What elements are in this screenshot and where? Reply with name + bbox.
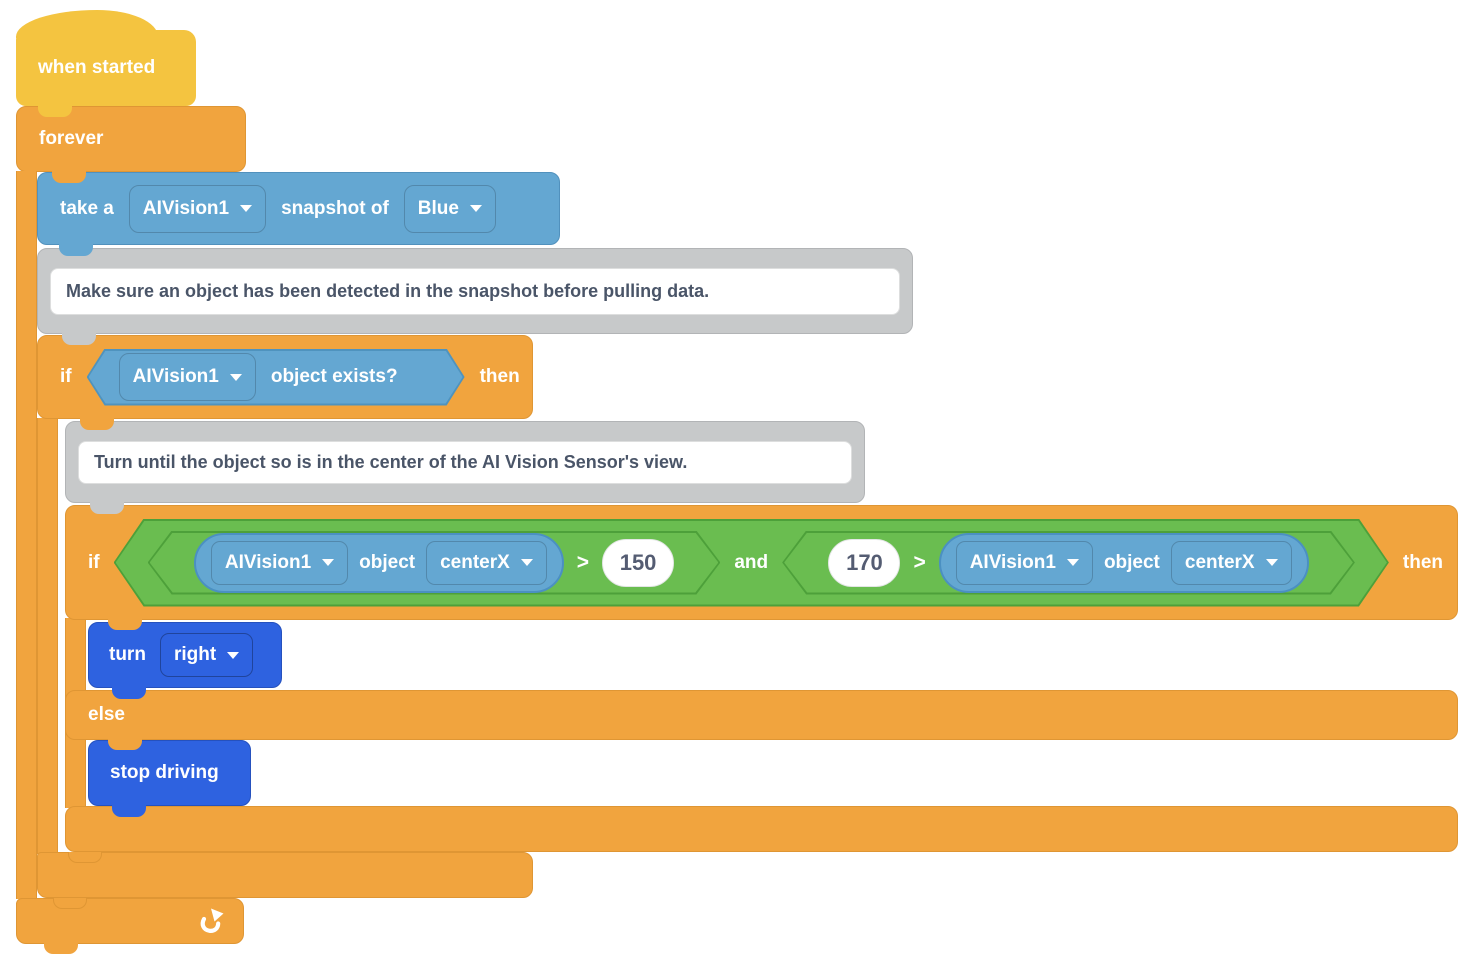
connector-tab bbox=[108, 618, 142, 630]
vision-device-dropdown[interactable]: AIVision1 bbox=[128, 184, 267, 233]
take-snapshot-label: take a bbox=[60, 197, 114, 219]
take-snapshot-block[interactable]: take a AIVision1 snapshot of Blue bbox=[37, 172, 560, 245]
vision-device-dropdown[interactable]: AIVision1 bbox=[118, 353, 256, 401]
snapshot-of-label: snapshot of bbox=[281, 197, 389, 219]
connector-tab bbox=[38, 105, 72, 117]
dropdown-caret-icon bbox=[520, 559, 533, 566]
object-label: object bbox=[1103, 551, 1160, 573]
when-started-label: when started bbox=[38, 57, 156, 78]
comment-detect-body[interactable]: Make sure an object has been detected in… bbox=[50, 268, 900, 315]
turn-label: turn bbox=[109, 644, 146, 665]
and-condition[interactable]: AIVision1 object centerX > 150 bbox=[114, 519, 1389, 607]
connector-notch bbox=[53, 898, 87, 909]
dropdown-caret-icon bbox=[229, 373, 242, 381]
greater-than-operator: > bbox=[576, 550, 590, 574]
object-exists-label: object exists? bbox=[270, 366, 398, 387]
if-object-exists-block[interactable]: if AIVision1 object exists? then bbox=[37, 335, 533, 419]
number-input[interactable]: 170 bbox=[828, 538, 901, 587]
if-label: if bbox=[60, 366, 72, 387]
if-centerx-range-block[interactable]: if AIVision1 object bbox=[65, 505, 1458, 620]
connector-tab bbox=[80, 418, 114, 430]
turn-direction-value: right bbox=[173, 644, 217, 665]
comment-turn-text: Turn until the object so is in the cente… bbox=[94, 452, 688, 472]
greater-than-condition-right[interactable]: 170 > AIVision1 object centerX bbox=[782, 531, 1355, 595]
connector-tab bbox=[108, 738, 142, 750]
forever-end-bar bbox=[16, 898, 244, 944]
comment-turn[interactable]: Turn until the object so is in the cente… bbox=[65, 421, 865, 503]
connector-tab bbox=[59, 244, 93, 256]
turn-block[interactable]: turn right bbox=[88, 622, 282, 688]
greater-than-operator: > bbox=[913, 550, 926, 574]
forever-block[interactable]: forever bbox=[16, 106, 246, 172]
if-outer-arm bbox=[37, 418, 58, 854]
dropdown-caret-icon bbox=[322, 559, 335, 566]
forever-label: forever bbox=[39, 128, 104, 149]
dropdown-caret-icon bbox=[1265, 559, 1278, 566]
if-inner-end-bar bbox=[65, 806, 1458, 852]
else-label: else bbox=[88, 704, 125, 725]
connector-tab bbox=[52, 171, 86, 183]
vision-device-value: AIVision1 bbox=[142, 197, 230, 219]
object-label: object bbox=[359, 551, 416, 573]
hexagon-fill bbox=[89, 351, 463, 404]
comment-turn-body[interactable]: Turn until the object so is in the cente… bbox=[78, 441, 852, 484]
greater-than-condition-left[interactable]: AIVision1 object centerX > 150 bbox=[148, 531, 721, 595]
property-dropdown[interactable]: centerX bbox=[1170, 540, 1292, 585]
connector-notch bbox=[68, 852, 102, 863]
stop-driving-label: stop driving bbox=[110, 762, 219, 783]
turn-direction-dropdown[interactable]: right bbox=[159, 633, 254, 677]
vision-device-dropdown[interactable]: AIVision1 bbox=[955, 540, 1093, 585]
connector-tab bbox=[90, 502, 124, 514]
vision-object-centerx-reporter[interactable]: AIVision1 object centerX bbox=[938, 532, 1309, 593]
stop-driving-block[interactable]: stop driving bbox=[88, 740, 251, 806]
if-label: if bbox=[88, 551, 100, 573]
comment-detect-text: Make sure an object has been detected in… bbox=[66, 281, 710, 301]
else-bar[interactable]: else bbox=[65, 690, 1458, 740]
then-label: then bbox=[479, 366, 520, 387]
property-dropdown[interactable]: centerX bbox=[426, 540, 547, 585]
dropdown-caret-icon bbox=[240, 205, 253, 212]
vision-device-dropdown[interactable]: AIVision1 bbox=[210, 540, 349, 585]
property-value: centerX bbox=[440, 551, 510, 573]
connector-tab bbox=[62, 333, 96, 345]
dropdown-caret-icon bbox=[227, 651, 240, 659]
forever-arm bbox=[16, 171, 37, 899]
comment-detect[interactable]: Make sure an object has been detected in… bbox=[37, 248, 913, 334]
vision-device-value: AIVision1 bbox=[224, 551, 312, 573]
property-value: centerX bbox=[1184, 551, 1255, 573]
vision-object-centerx-reporter[interactable]: AIVision1 object centerX bbox=[193, 532, 564, 593]
connector-tab bbox=[112, 687, 146, 699]
connector-tab bbox=[44, 942, 78, 954]
object-exists-condition[interactable]: AIVision1 object exists? bbox=[87, 349, 465, 406]
snapshot-color-value: Blue bbox=[417, 197, 459, 219]
when-started-block[interactable]: when started bbox=[16, 30, 196, 106]
and-label: and bbox=[734, 551, 769, 573]
snapshot-color-dropdown[interactable]: Blue bbox=[403, 184, 496, 233]
dropdown-caret-icon bbox=[469, 205, 482, 212]
then-label: then bbox=[1402, 551, 1443, 573]
vision-device-value: AIVision1 bbox=[132, 366, 219, 387]
number-input[interactable]: 150 bbox=[602, 538, 675, 587]
if-outer-end-bar bbox=[37, 852, 533, 898]
dropdown-caret-icon bbox=[1066, 559, 1079, 566]
vision-device-value: AIVision1 bbox=[969, 551, 1056, 573]
connector-tab bbox=[112, 805, 146, 817]
loop-arrow-icon bbox=[200, 908, 224, 933]
